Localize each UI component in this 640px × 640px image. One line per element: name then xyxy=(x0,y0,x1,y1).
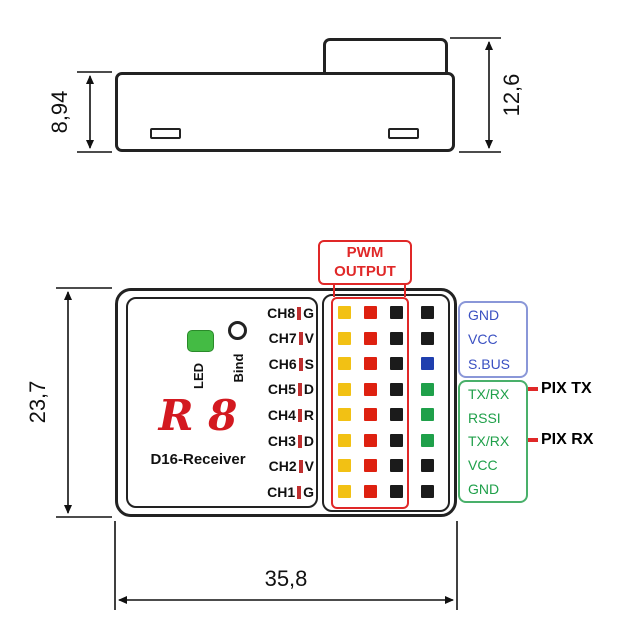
pwm-connector-right xyxy=(404,284,406,297)
pix-tx-label: PIX TX xyxy=(541,380,592,397)
channel-signal: G xyxy=(303,305,314,321)
io-label-gnd-2: GND xyxy=(468,481,500,498)
pix-tx-connector xyxy=(528,387,538,391)
io-label-txrx-1: TX/RX xyxy=(468,385,510,402)
pix-rx-label: PIX RX xyxy=(541,431,594,448)
channel-signal: S xyxy=(304,356,314,372)
pwm-output-label: PWM OUTPUT xyxy=(318,240,412,285)
channel-label: CH3 xyxy=(267,433,296,449)
channel-color-bar xyxy=(298,331,303,345)
channel-color-bar xyxy=(298,357,303,371)
side-view-slot-right xyxy=(388,128,419,139)
channel-row: CH4 R xyxy=(248,406,314,424)
channel-row: CH7 V xyxy=(248,329,314,347)
channel-row: CH2 V xyxy=(248,457,314,475)
channel-row: CH5 D xyxy=(248,380,314,398)
channel-label: CH1 xyxy=(267,484,296,500)
channel-signal: D xyxy=(303,381,314,397)
overall-height-dimension xyxy=(450,37,501,153)
receiver-inner-panel xyxy=(126,297,318,508)
side-view-connector-bump xyxy=(323,38,448,74)
channel-color-bar xyxy=(297,434,302,448)
io-label-rssi: RSSI xyxy=(468,409,501,426)
channel-label: CH5 xyxy=(267,381,296,397)
serial-signal-box: GND VCC S.BUS xyxy=(458,301,528,378)
pix-signal-box: TX/RX RSSI TX/RX VCC GND xyxy=(458,380,528,503)
dimension-front-height: 23,7 xyxy=(25,380,50,424)
io-label-txrx-2: TX/RX xyxy=(468,433,510,450)
channel-label: CH8 xyxy=(267,305,296,321)
channel-row: CH3 D xyxy=(248,432,314,450)
channel-color-bar xyxy=(297,408,302,422)
channel-signal: V xyxy=(304,330,314,346)
channel-color-bar xyxy=(297,306,302,320)
model-name: D16-Receiver xyxy=(150,451,246,468)
side-height-dimension xyxy=(77,71,112,153)
channel-signal: D xyxy=(303,433,314,449)
channel-signal: R xyxy=(303,407,314,423)
channel-color-bar xyxy=(297,485,302,499)
dimension-side-height: 8,94 xyxy=(47,90,72,134)
pwm-label-line2: OUTPUT xyxy=(334,262,396,280)
channel-label: CH4 xyxy=(267,407,296,423)
pix-rx-connector xyxy=(528,438,538,442)
channel-label: CH2 xyxy=(268,458,297,474)
io-label-vcc: VCC xyxy=(468,331,498,348)
channel-signal: V xyxy=(304,458,314,474)
pwm-connector-left xyxy=(333,284,335,297)
channel-label: CH7 xyxy=(268,330,297,346)
channel-color-bar xyxy=(298,459,303,473)
io-label-sbus: S.BUS xyxy=(468,355,511,372)
channel-row: CH6 S xyxy=(248,355,314,373)
io-label-gnd: GND xyxy=(468,307,500,324)
dimension-overall-height: 12,6 xyxy=(499,73,524,117)
front-height-dimension xyxy=(56,287,112,518)
pwm-output-outline xyxy=(331,297,409,509)
brand-logo: R 8 xyxy=(158,391,238,440)
io-label-vcc-2: VCC xyxy=(468,457,498,474)
channel-color-bar xyxy=(297,382,302,396)
dimension-front-width: 35,8 xyxy=(264,566,308,591)
bind-label: Bind xyxy=(230,353,246,383)
channel-row: CH8 G xyxy=(248,304,314,322)
pwm-label-line1: PWM xyxy=(346,243,384,261)
channel-label: CH6 xyxy=(268,356,297,372)
led-indicator xyxy=(187,330,214,352)
bind-button xyxy=(228,321,247,340)
channel-signal: G xyxy=(303,484,314,500)
pin-connector-block xyxy=(322,294,450,512)
side-view-body xyxy=(115,72,455,152)
side-view-slot-left xyxy=(150,128,181,139)
channel-row: CH1 G xyxy=(248,483,314,501)
